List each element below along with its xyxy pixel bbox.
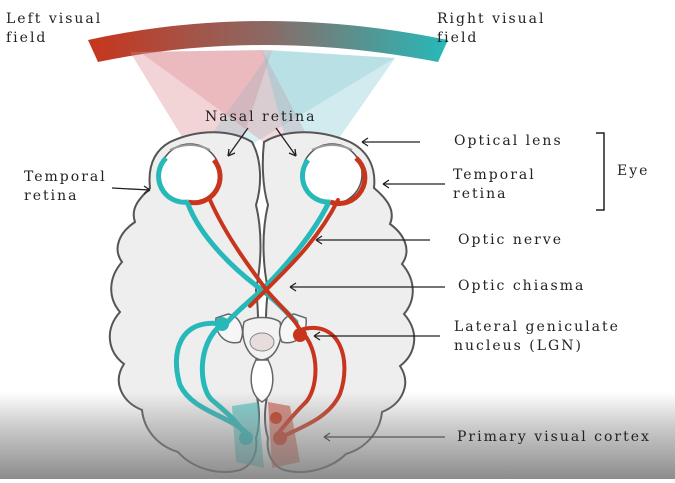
primary-visual-cortex-label: Primary visual cortex — [457, 428, 651, 447]
nasal-retina-label: Nasal retina — [205, 108, 317, 127]
temporal-retina-left-label: Temporal retina — [24, 168, 107, 206]
right-lgn-dot — [293, 328, 307, 342]
temporal-retina-right-label: Temporal retina — [453, 166, 536, 204]
lgn-label: Lateral geniculate nucleus (LGN) — [454, 318, 620, 356]
optic-chiasma-label: Optic chiasma — [458, 277, 585, 296]
left-visual-field-label: Left visual field — [6, 10, 102, 48]
eye-bracket — [596, 133, 604, 210]
left-lgn-dot — [215, 317, 229, 331]
optic-nerve-label: Optic nerve — [458, 231, 563, 250]
brain — [110, 132, 414, 472]
optical-lens-label: Optical lens — [454, 132, 563, 151]
right-visual-field-label: Right visual field — [437, 10, 546, 48]
eye-label: Eye — [617, 162, 649, 181]
